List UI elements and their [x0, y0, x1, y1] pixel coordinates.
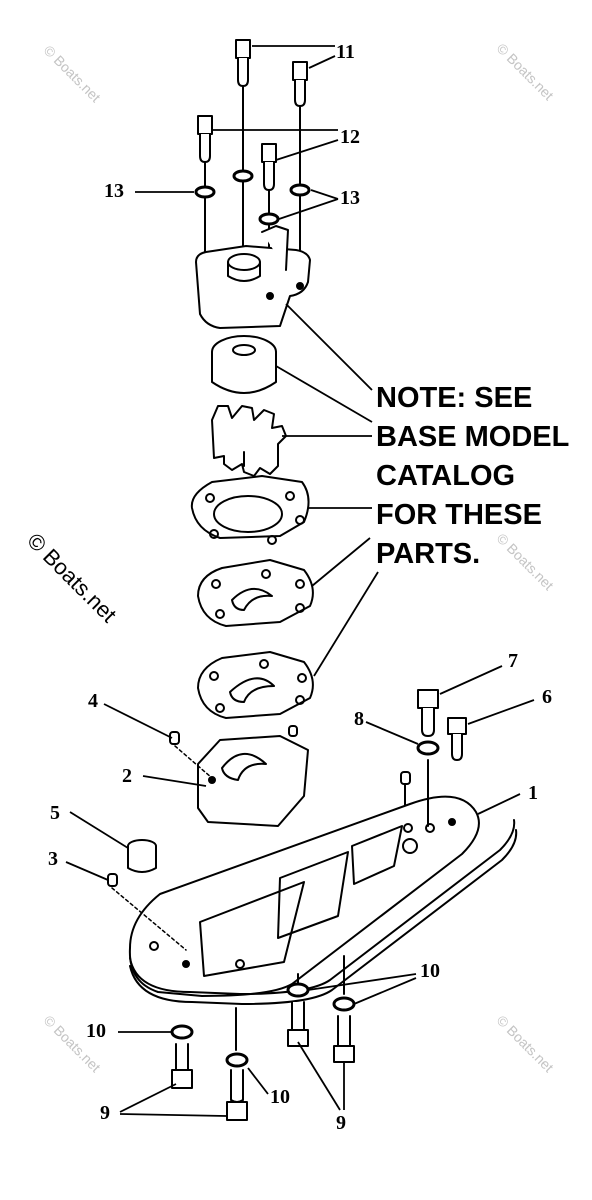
note-line-2: BASE MODEL [376, 421, 570, 453]
callout-7: 7 [508, 650, 518, 672]
callout-8: 8 [354, 708, 364, 730]
bolt-9-left [171, 1043, 193, 1089]
adapter-plate [128, 795, 518, 1005]
callout-3: 3 [48, 848, 58, 870]
bolt-6 [447, 717, 467, 761]
washer-10-mid [286, 982, 310, 998]
spacer-5 [127, 839, 157, 873]
wear-plate-upper [197, 559, 314, 627]
washer-13-left [194, 185, 216, 199]
callout-4: 4 [88, 690, 98, 712]
impeller [211, 405, 287, 477]
washer-13-right [289, 183, 311, 197]
callout-6: 6 [542, 686, 552, 708]
bolt-7 [417, 689, 439, 827]
callout-9-right: 9 [336, 1112, 346, 1134]
callout-10-right: 10 [420, 960, 440, 982]
bolt-9-center [226, 1069, 248, 1121]
bolt-12-left [197, 115, 213, 263]
note-line-5: PARTS. [376, 538, 481, 570]
note-text: NOTE: SEE BASE MODEL CATALOG FOR THESE P… [376, 379, 569, 574]
note-line-1: NOTE: SEE [376, 382, 533, 414]
callout-12: 12 [340, 126, 360, 148]
pin-housing [288, 725, 298, 737]
callout-1: 1 [528, 782, 538, 804]
callout-2: 2 [122, 765, 132, 787]
washer-10-left [170, 1024, 194, 1040]
callout-10-center: 10 [270, 1086, 290, 1108]
pin-3 [107, 873, 118, 887]
gasket-plate [190, 475, 310, 545]
callout-9-left: 9 [100, 1102, 110, 1124]
bolt-11-right [292, 61, 308, 263]
wear-plate-lower [197, 651, 314, 719]
note-line-4: FOR THESE [376, 499, 542, 531]
washer-8 [416, 740, 440, 756]
washer-10-right [332, 996, 356, 1012]
washer-12 [232, 169, 254, 183]
washer-10-center [225, 1052, 249, 1068]
callout-11: 11 [336, 41, 355, 63]
bolt-11-left [235, 39, 251, 259]
leader-lines [65, 45, 535, 1117]
washer-13-center [258, 212, 280, 226]
callout-5: 5 [50, 802, 60, 824]
callout-10-left: 10 [86, 1020, 106, 1042]
callout-13-left: 13 [104, 180, 124, 202]
callout-13-right: 13 [340, 187, 360, 209]
pump-base [197, 735, 309, 827]
bolt-9-mid [287, 1001, 309, 1047]
seal-ring [211, 335, 277, 394]
note-line-3: CATALOG [376, 460, 516, 492]
pump-housing [195, 225, 311, 329]
bolt-9-right [333, 1015, 355, 1063]
